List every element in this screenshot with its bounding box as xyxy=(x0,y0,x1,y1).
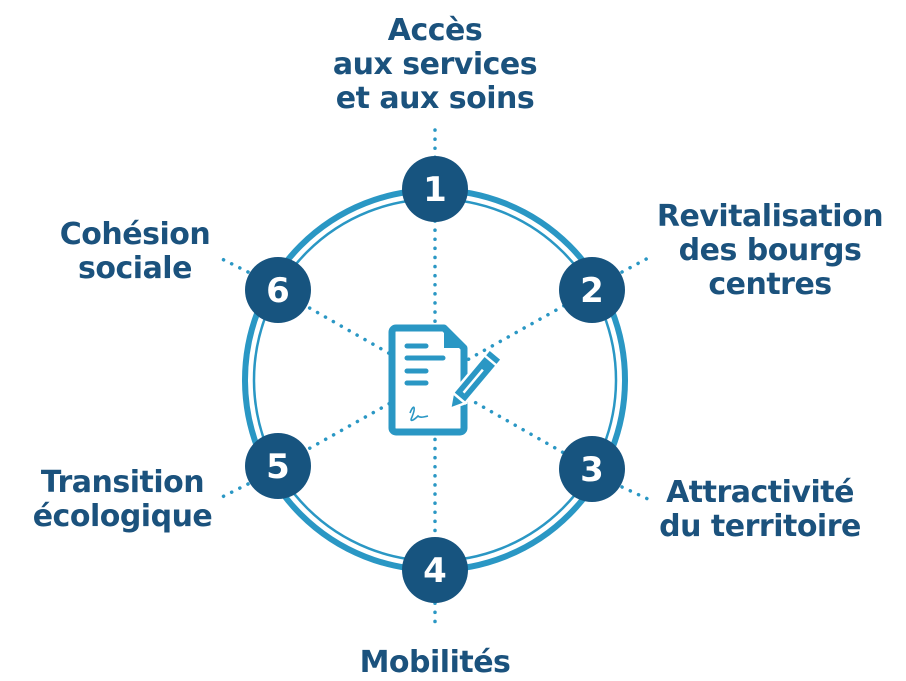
label-line: Mobilités xyxy=(359,645,511,680)
node-6: 6 xyxy=(245,257,311,323)
node-2: 2 xyxy=(559,257,625,323)
label-6: Cohésion sociale xyxy=(45,218,225,286)
label-line: aux services xyxy=(332,47,538,82)
label-line: Accès xyxy=(387,13,483,48)
node-circle xyxy=(559,436,625,502)
node-number: 4 xyxy=(423,551,447,591)
node-number: 6 xyxy=(266,271,290,311)
label-line: Revitalisation xyxy=(656,199,884,234)
label-line: Transition xyxy=(40,465,205,500)
node-circle xyxy=(402,537,468,603)
node-1: 1 xyxy=(402,156,468,222)
label-4: Mobilités xyxy=(335,646,535,680)
label-5: Transition écologique xyxy=(20,466,225,534)
label-line: centres xyxy=(708,267,832,302)
label-line: du territoire xyxy=(659,509,861,544)
document-signature-pencil-icon xyxy=(388,324,504,436)
node-4: 4 xyxy=(402,537,468,603)
node-number: 3 xyxy=(580,450,604,490)
label-line: Cohésion xyxy=(59,217,211,252)
node-circle xyxy=(245,257,311,323)
connector-3-label xyxy=(620,485,652,502)
node-number: 2 xyxy=(580,271,604,311)
node-number: 1 xyxy=(423,170,447,210)
node-circle xyxy=(402,156,468,222)
connector-5-2 xyxy=(276,288,594,468)
label-line: des bourgs xyxy=(678,233,862,268)
node-5: 5 xyxy=(245,433,311,499)
label-line: Attractivité xyxy=(666,475,854,510)
label-1: Accès aux services et aux soins xyxy=(315,14,555,116)
node-number: 5 xyxy=(266,447,290,487)
label-line: écologique xyxy=(32,499,213,534)
connector-5-label xyxy=(218,482,250,500)
connector-2-label xyxy=(620,255,652,274)
label-3: Attractivité du territoire xyxy=(640,476,880,544)
label-line: sociale xyxy=(78,251,192,286)
node-circle xyxy=(559,257,625,323)
label-2: Revitalisation des bourgs centres xyxy=(640,200,900,302)
node-circle xyxy=(245,433,311,499)
label-line: et aux soins xyxy=(335,81,535,116)
connector-6-label xyxy=(218,256,250,274)
node-3: 3 xyxy=(559,436,625,502)
